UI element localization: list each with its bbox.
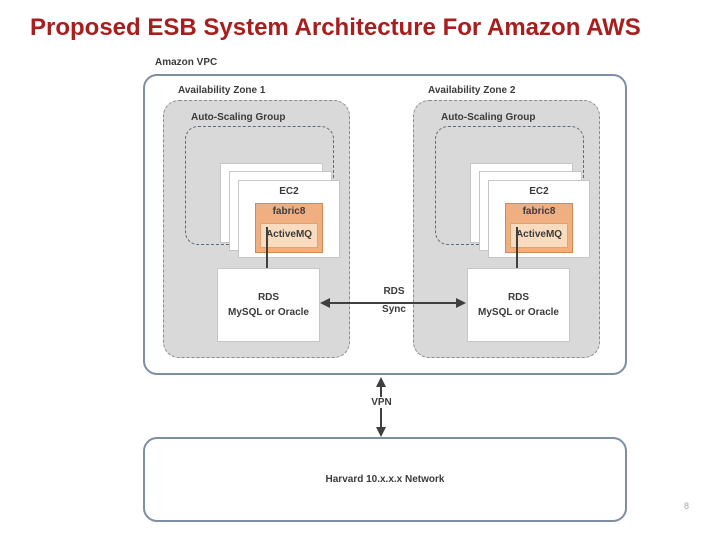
rds-label-line2: MySQL or Oracle xyxy=(228,307,309,318)
ec2-instance-box: EC2 fabric8 ActiveMQ xyxy=(488,180,590,258)
rds-sync-arrow-right-head xyxy=(456,298,466,308)
rds-label-line1: RDS xyxy=(257,292,280,303)
fabric8-box: fabric8 ActiveMQ xyxy=(255,203,323,253)
rds-sync-label-line2: Sync xyxy=(382,304,406,315)
fabric8-label: fabric8 xyxy=(272,206,306,217)
availability-zone-1-label: Availability Zone 1 xyxy=(178,85,266,96)
rds-label-line1: RDS xyxy=(507,292,530,303)
activemq-box: ActiveMQ xyxy=(510,223,568,248)
page-number: 8 xyxy=(684,501,690,511)
slide-title: Proposed ESB System Architecture For Ama… xyxy=(30,14,641,41)
availability-zone-1-box: Auto-Scaling Group EC2 fabric8 ActiveMQ … xyxy=(163,100,350,358)
activemq-box: ActiveMQ xyxy=(260,223,318,248)
rds-sync-arrow-left-head xyxy=(320,298,330,308)
rds-label-line2: MySQL or Oracle xyxy=(478,307,559,318)
rds-box: RDS MySQL or Oracle xyxy=(467,268,570,342)
rds-box: RDS MySQL or Oracle xyxy=(217,268,320,342)
amazon-vpc-box xyxy=(143,74,627,375)
activemq-rds-connector xyxy=(516,227,518,269)
auto-scaling-group-label: Auto-Scaling Group xyxy=(441,112,536,123)
ec2-label: EC2 xyxy=(279,186,299,197)
harvard-network-box: Harvard 10.x.x.x Network xyxy=(143,437,627,522)
availability-zone-2-label: Availability Zone 2 xyxy=(428,85,516,96)
vpn-label: VPN xyxy=(364,397,399,408)
fabric8-label: fabric8 xyxy=(522,206,556,217)
auto-scaling-group-box: EC2 fabric8 ActiveMQ xyxy=(435,126,590,258)
auto-scaling-group-label: Auto-Scaling Group xyxy=(191,112,286,123)
vpn-arrow-up-head xyxy=(376,377,386,387)
harvard-network-label: Harvard 10.x.x.x Network xyxy=(325,474,445,485)
availability-zone-2-box: Auto-Scaling Group EC2 fabric8 ActiveMQ … xyxy=(413,100,600,358)
ec2-label: EC2 xyxy=(529,186,549,197)
rds-sync-arrow-line xyxy=(329,302,457,304)
vpc-label: Amazon VPC xyxy=(155,57,218,68)
rds-sync-label-line1: RDS xyxy=(383,286,405,297)
auto-scaling-group-box: EC2 fabric8 ActiveMQ xyxy=(185,126,340,258)
ec2-instance-box: EC2 fabric8 ActiveMQ xyxy=(238,180,340,258)
activemq-rds-connector xyxy=(266,227,268,269)
vpn-arrow-down-head xyxy=(376,427,386,437)
